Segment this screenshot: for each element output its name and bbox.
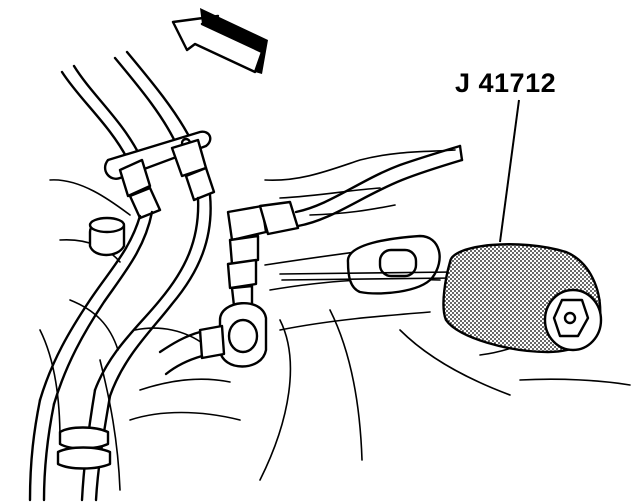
plug-cap <box>88 216 126 257</box>
pipe-clamp <box>56 426 112 470</box>
crossover-line <box>294 144 464 228</box>
line-fittings <box>118 138 216 220</box>
brake-lines-lower <box>28 193 212 502</box>
special-tool <box>442 243 603 354</box>
distribution-fitting <box>226 200 300 308</box>
brake-lines-upper <box>60 50 194 162</box>
callout-leader <box>499 99 520 243</box>
elbow-fitting <box>158 302 268 376</box>
direction-arrow <box>171 8 268 74</box>
slotted-bracket <box>279 234 456 295</box>
tool-callout-label: J 41712 <box>455 68 557 98</box>
